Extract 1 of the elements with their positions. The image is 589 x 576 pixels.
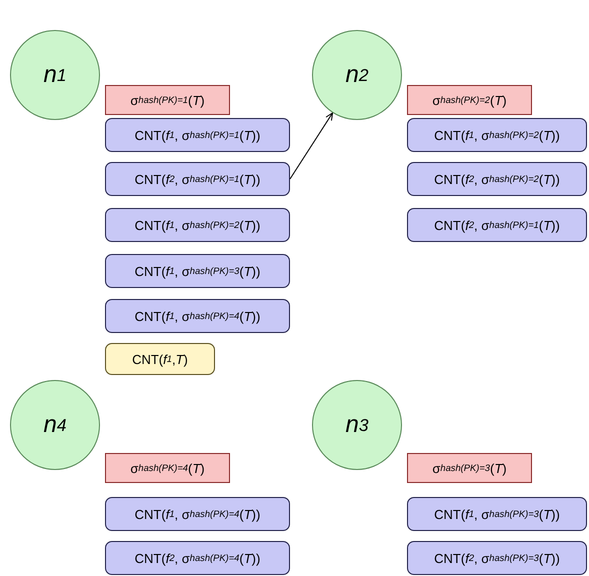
arrow	[290, 112, 334, 180]
